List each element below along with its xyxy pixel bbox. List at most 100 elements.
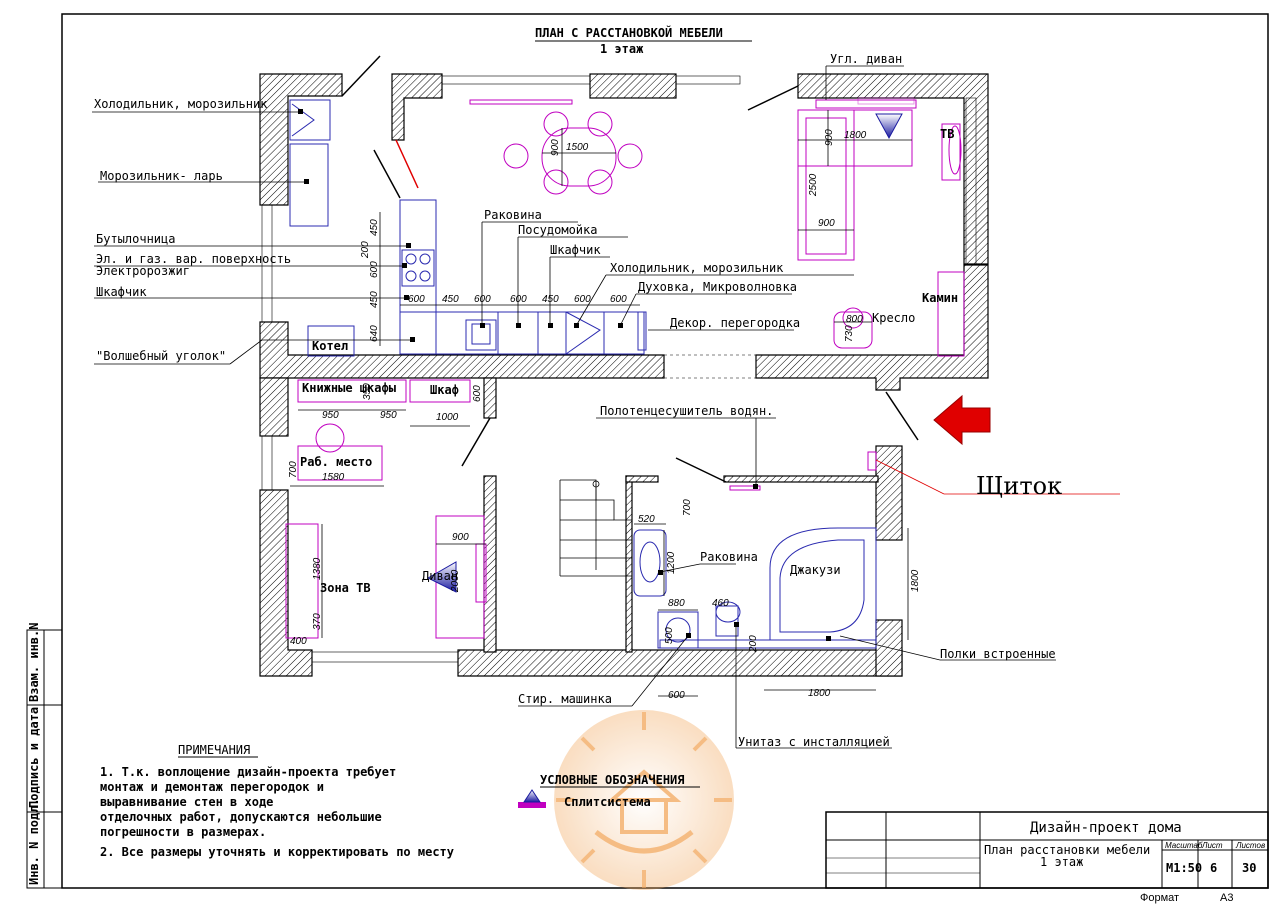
label-wardrobe: Шкаф xyxy=(430,383,459,397)
dim-chair-730: 730 xyxy=(844,325,855,342)
stamp-sign-label: Подпись и дата xyxy=(27,707,41,808)
dim-wm-600: 600 xyxy=(668,690,685,701)
label-towel-dryer: Полотенцесушитель водян. xyxy=(600,404,773,418)
dim-sofa2-900: 900 xyxy=(452,532,469,543)
dim-wardrobe-600: 600 xyxy=(472,385,483,402)
tb-sheets: 30 xyxy=(1242,861,1256,875)
label-fridge-left: Холодильник, морозильник xyxy=(94,97,268,111)
dim-book-950a: 950 xyxy=(322,410,339,421)
dim-table-1500: 1500 xyxy=(566,142,589,153)
dim-sofa-900a: 900 xyxy=(824,129,835,146)
label-washing-machine: Стир. машинка xyxy=(518,692,612,706)
split-ac-legend-icon xyxy=(523,789,541,803)
stairs xyxy=(559,479,632,577)
dim-sofa-900b: 900 xyxy=(818,218,835,229)
dim-bath-880: 880 xyxy=(668,598,685,609)
tb-scale: М1:50 xyxy=(1166,861,1202,875)
dim-work-1580: 1580 xyxy=(322,472,345,483)
tb-project: Дизайн-проект дома xyxy=(1030,820,1182,836)
company-logo xyxy=(554,710,734,890)
bathroom xyxy=(633,451,877,649)
dim-jacuzzi-1800h: 1800 xyxy=(808,688,831,699)
notes-heading: ПРИМЕЧАНИЯ xyxy=(178,743,250,757)
doors xyxy=(341,55,919,483)
dim-tv-370: 370 xyxy=(312,613,323,630)
notes: ПРИМЕЧАНИЯ 1. Т.к. воплощение дизайн-про… xyxy=(100,743,454,859)
dim-k600c: 600 xyxy=(510,294,527,305)
stamp-inv-label: Инв. N подл. xyxy=(27,798,41,885)
dim-450-v2: 450 xyxy=(369,291,380,308)
label-bath-sink: Раковина xyxy=(700,550,758,564)
dim-640: 640 xyxy=(369,325,380,342)
dim-450-v1: 450 xyxy=(369,219,380,236)
dim-bath-200: 200 xyxy=(748,635,759,653)
tb-sheet-title-1: План расстановки мебели xyxy=(984,843,1150,857)
label-oven: Духовка, Микроволновка xyxy=(638,280,797,294)
label-fridge-mid: Холодильник, морозильник xyxy=(610,261,784,275)
label-tv-zone: Зона ТВ xyxy=(320,581,371,595)
label-dishwasher: Посудомойка xyxy=(518,223,597,237)
note-line-4: отделочных работ, допускаются небольшие xyxy=(100,810,382,824)
legend: УСЛОВНЫЕ ОБОЗНАЧЕНИЯ Сплитсистема xyxy=(518,773,700,809)
dimensions: 450 200 600 450 640 600 450 600 600 450 … xyxy=(288,110,921,701)
label-bookcases: Книжные шкафы xyxy=(302,381,397,395)
dim-k600e: 600 xyxy=(610,294,627,305)
label-cabinet: Шкафчик xyxy=(550,243,601,257)
note-line-1: 1. Т.к. воплощение дизайн-проекта требуе… xyxy=(100,765,396,779)
dim-tv-1380: 1380 xyxy=(312,557,323,580)
label-armchair: Кресло xyxy=(872,311,915,325)
dim-book-350: 350 xyxy=(362,383,373,400)
dim-tv-400: 400 xyxy=(290,636,307,647)
label-bottle-rack: Бутылочница xyxy=(96,232,175,246)
format-label: Формат xyxy=(1140,892,1179,904)
entrance-arrow-icon xyxy=(933,394,991,446)
note-line-2: монтаж и демонтаж перегородок и xyxy=(100,780,324,794)
labels: Холодильник, морозильник Морозильник- ла… xyxy=(94,52,1062,749)
dim-k600a: 600 xyxy=(408,294,425,305)
dim-table-900: 900 xyxy=(550,139,561,156)
tb-sheets-header: Листов xyxy=(1235,841,1265,850)
dim-200: 200 xyxy=(360,241,371,259)
tb-sheet: 6 xyxy=(1210,861,1217,875)
stamp-replace-label: Взам. инв.N xyxy=(27,623,41,702)
dim-sofa-2500: 2500 xyxy=(808,173,819,197)
label-freezer-chest: Морозильник- ларь xyxy=(100,169,223,183)
tb-scale-header: Масштаб xyxy=(1165,841,1203,850)
dim-bath-520: 520 xyxy=(638,514,655,525)
dim-600-v: 600 xyxy=(369,261,380,278)
walls xyxy=(259,73,989,677)
label-hob: Эл. и газ. вар. поверхность xyxy=(96,252,291,266)
note-line-5: погрешности в размерах. xyxy=(100,825,266,839)
dim-jacuzzi-1800v: 1800 xyxy=(910,569,921,592)
side-stamp: Инв. N подл. Подпись и дата Взам. инв.N xyxy=(26,623,63,889)
label-cabinet-left: Шкафчик xyxy=(96,285,147,299)
dim-book-950b: 950 xyxy=(380,410,397,421)
dim-k600b: 600 xyxy=(474,294,491,305)
split-ac-icon xyxy=(875,113,903,140)
label-toilet: Унитаз с инсталляцией xyxy=(738,735,890,749)
label-magic-corner: "Волшебный уголок" xyxy=(96,349,226,363)
tb-sheet-title-2: 1 этаж xyxy=(1040,855,1083,869)
dim-sofa2-2000: 2000 xyxy=(450,569,461,593)
legend-heading: УСЛОВНЫЕ ОБОЗНАЧЕНИЯ xyxy=(540,773,685,787)
windows xyxy=(261,75,977,663)
study xyxy=(285,379,487,639)
dim-k450b: 450 xyxy=(542,294,559,305)
note-line-6: 2. Все размеры уточнять и корректировать… xyxy=(100,845,454,859)
format-value: А3 xyxy=(1220,892,1233,904)
label-corner-sofa: Угл. диван xyxy=(830,52,902,66)
label-ignition: Электророзжиг xyxy=(96,264,190,278)
label-boiler: Котел xyxy=(312,339,348,353)
dim-bath-700: 700 xyxy=(682,499,693,516)
plan-title: ПЛАН С РАССТАНОВКОЙ МЕБЕЛИ xyxy=(535,25,723,40)
label-sofa: Диван xyxy=(422,569,458,583)
label-partition: Декор. перегородка xyxy=(670,316,800,330)
plan-subtitle: 1 этаж xyxy=(600,42,644,56)
dim-bath-500: 500 xyxy=(664,627,675,644)
dim-bath-460: 460 xyxy=(712,598,729,609)
dim-k600d: 600 xyxy=(574,294,591,305)
leaders xyxy=(92,65,1120,749)
living-room xyxy=(797,97,965,357)
title-block: Дизайн-проект дома План расстановки мебе… xyxy=(825,811,1269,889)
